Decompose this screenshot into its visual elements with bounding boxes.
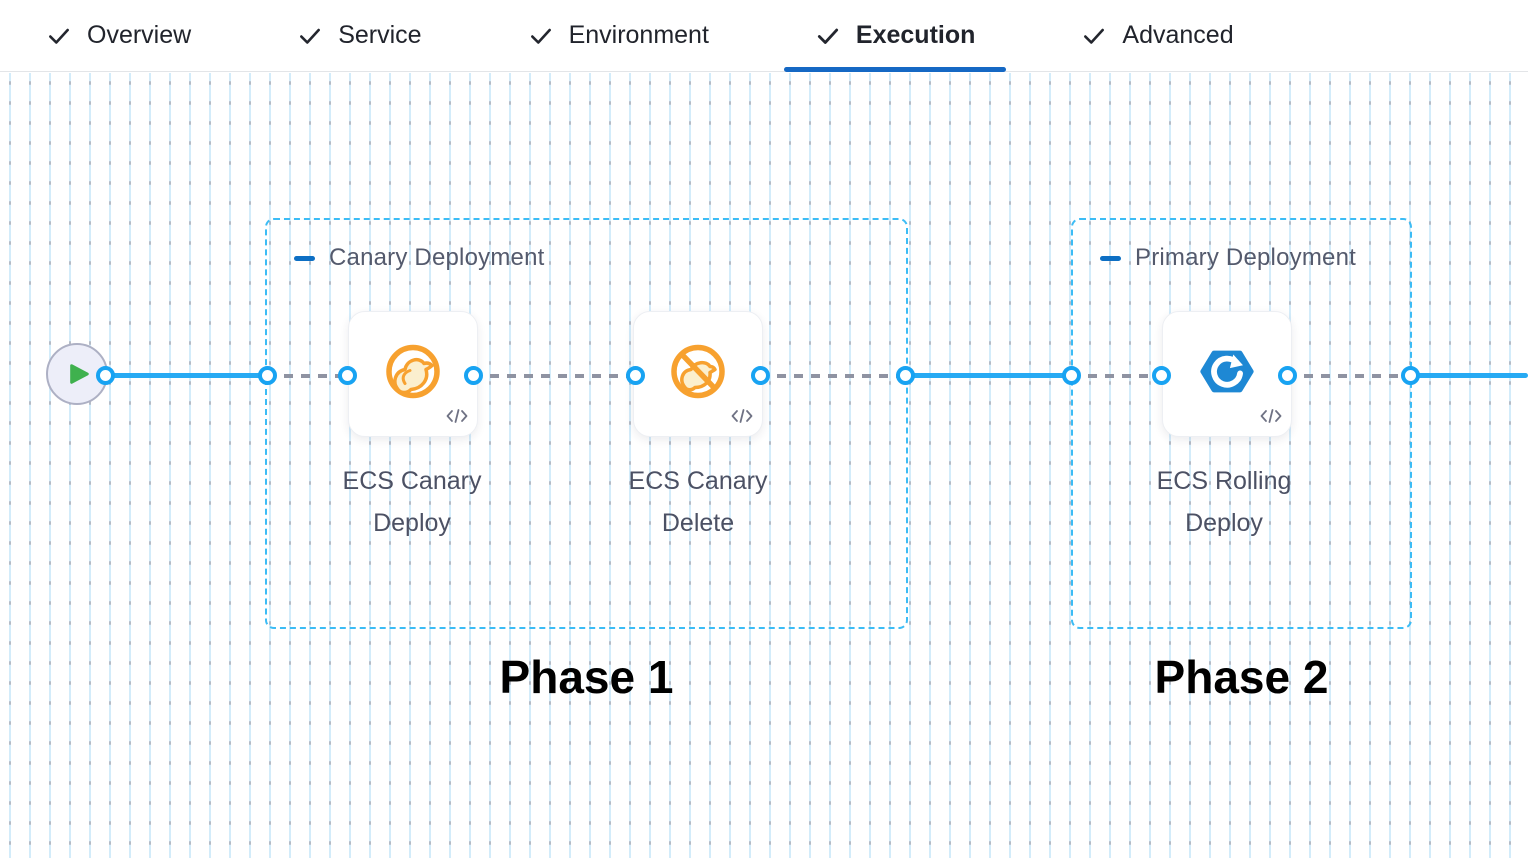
minus-icon[interactable] (294, 255, 315, 261)
port-step1-in[interactable] (338, 366, 357, 385)
tab-execution[interactable]: Execution (783, 0, 1007, 72)
step-name-label: ECS Canary Deploy (342, 467, 482, 537)
connector-group2-to-step3 (1071, 373, 1161, 378)
code-icon (731, 408, 753, 429)
step-name-label: ECS Canary Delete (628, 467, 768, 537)
check-icon (297, 23, 323, 49)
phase-2-annotation: Phase 2 (1154, 651, 1329, 703)
tab-environment[interactable]: Environment (528, 0, 709, 71)
group-title: Primary Deployment (1135, 244, 1356, 271)
step-name-label: ECS Rolling Deploy (1156, 467, 1292, 537)
tab-overview[interactable]: Overview (46, 0, 191, 71)
ecs-canary-deploy-icon (381, 340, 445, 409)
connector-step1-to-step2 (473, 373, 635, 378)
ecs-rolling-deploy-icon (1196, 341, 1258, 408)
tab-advanced[interactable]: Advanced (1081, 0, 1234, 71)
play-icon (70, 364, 89, 384)
check-icon (46, 23, 72, 49)
setup-tab-bar: Overview Service Environment Execution A… (0, 0, 1528, 72)
tab-label: Overview (87, 21, 192, 49)
port-group1-out[interactable] (896, 366, 915, 385)
group-header: Canary Deployment (294, 244, 545, 272)
phase-1-annotation: Phase 1 (499, 651, 674, 703)
port-group2-out[interactable] (1401, 366, 1420, 385)
step-ecs-rolling-deploy[interactable] (1162, 311, 1292, 437)
tab-label: Environment (568, 21, 709, 49)
port-step2-in[interactable] (626, 366, 645, 385)
port-step3-out[interactable] (1278, 366, 1297, 385)
tab-service[interactable]: Service (297, 0, 422, 71)
group-header: Primary Deployment (1100, 244, 1356, 272)
connector-step2-to-group1-edge (760, 373, 905, 378)
code-icon (1260, 408, 1282, 429)
step-ecs-canary-deploy[interactable] (348, 311, 478, 437)
port-step2-out[interactable] (751, 366, 770, 385)
port-start-out[interactable] (96, 366, 115, 385)
port-group2-in[interactable] (1062, 366, 1081, 385)
group-title: Canary Deployment (329, 244, 545, 271)
minus-icon[interactable] (1100, 255, 1121, 261)
tab-label: Service (338, 21, 422, 49)
connector-group1-to-group2 (905, 373, 1071, 378)
code-icon (446, 408, 468, 429)
connector-group1-to-step1 (267, 373, 347, 378)
stage-group-primary-deployment[interactable]: Primary Deployment (1071, 218, 1412, 629)
port-group1-in[interactable] (258, 366, 277, 385)
tab-label: Advanced (1122, 21, 1234, 49)
step-ecs-canary-delete[interactable] (633, 311, 763, 437)
pipeline-canvas[interactable]: Canary Deployment Primary Deployment (0, 73, 1528, 858)
tab-label: Execution (855, 21, 976, 49)
connector-start-to-group1 (105, 373, 267, 378)
port-step1-out[interactable] (464, 366, 483, 385)
port-step3-in[interactable] (1152, 366, 1171, 385)
stage-group-canary-deployment[interactable]: Canary Deployment (265, 218, 908, 629)
connector-group2-to-next (1410, 373, 1528, 378)
check-icon (528, 23, 554, 49)
check-icon (815, 23, 841, 49)
check-icon (1081, 23, 1107, 49)
connector-step3-to-group2-edge (1287, 373, 1410, 378)
ecs-canary-delete-icon (666, 340, 730, 409)
